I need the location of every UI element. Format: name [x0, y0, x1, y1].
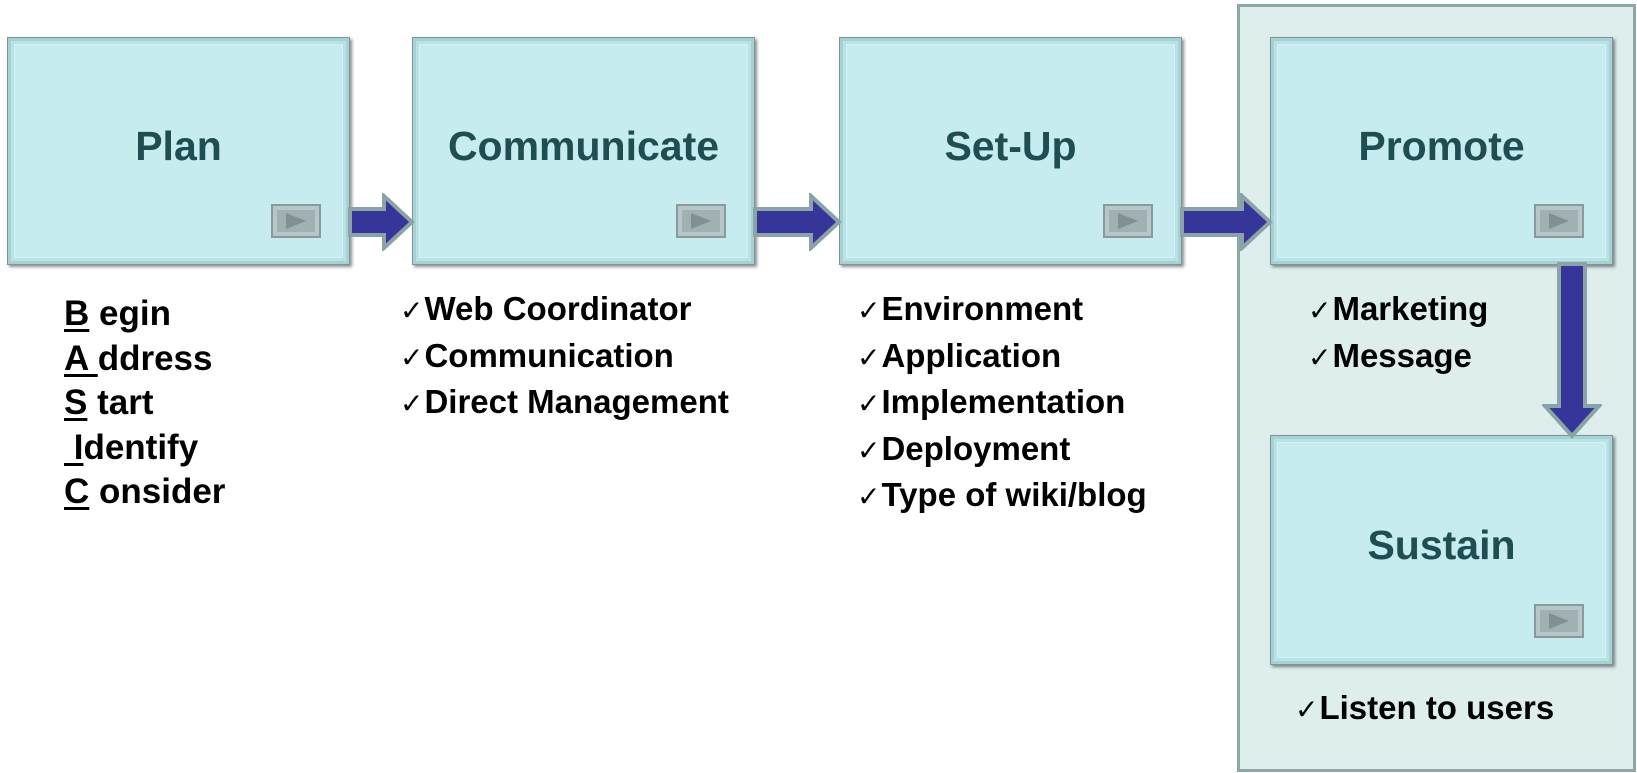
step-plan-label: Plan — [135, 122, 222, 169]
acronym-letter: S — [64, 383, 88, 422]
acronym-rest: tart — [87, 383, 154, 422]
step-communicate-label: Communicate — [447, 122, 720, 169]
checklist-item: ✓Type of wiki/blog — [857, 473, 1147, 520]
acronym-letter: C — [64, 472, 90, 511]
acronym-letter: I — [64, 427, 84, 467]
checklist-item: ✓Communication — [400, 334, 729, 381]
acronym-rest: egin — [89, 294, 171, 333]
acronym-row: Identify — [64, 426, 225, 471]
setup-checklist: ✓Environment ✓Application ✓Implementatio… — [857, 287, 1147, 520]
checklist-item-label: Message — [1332, 336, 1472, 374]
play-icon[interactable] — [271, 204, 321, 238]
play-icon[interactable] — [1534, 604, 1584, 638]
checklist-item: ✓Direct Management — [400, 380, 729, 427]
sustain-checklist: ✓Listen to users — [1295, 686, 1554, 733]
step-setup[interactable]: Set-Up — [839, 37, 1182, 265]
step-sustain[interactable]: Sustain — [1270, 435, 1613, 665]
checkmark-icon: ✓ — [1295, 693, 1319, 726]
checkmark-icon: ✓ — [857, 480, 881, 513]
checklist-item: ✓Marketing — [1308, 287, 1488, 334]
arrow-right-icon — [348, 193, 415, 251]
checklist-item-label: Environment — [881, 290, 1084, 327]
checklist-item-label: Implementation — [881, 383, 1126, 420]
checklist-item: ✓Deployment — [857, 427, 1147, 474]
step-setup-label: Set-Up — [944, 122, 1077, 169]
checklist-item-label: Communication — [424, 336, 674, 374]
plan-acronym-list: B egin A ddress S tart Identify C onside… — [64, 292, 225, 515]
checkmark-icon: ✓ — [857, 340, 881, 374]
checklist-item: ✓Message — [1308, 334, 1488, 381]
checkmark-icon: ✓ — [857, 294, 881, 327]
acronym-letter: B — [64, 294, 90, 333]
step-plan[interactable]: Plan — [7, 37, 350, 265]
arrow-down-icon — [1542, 262, 1602, 439]
checklist-item-label: Deployment — [881, 429, 1071, 467]
step-sustain-label: Sustain — [1367, 521, 1516, 568]
checkmark-icon: ✓ — [400, 387, 424, 420]
checkmark-icon: ✓ — [400, 340, 424, 374]
acronym-row: A ddress — [64, 337, 225, 382]
arrow-right-icon — [1180, 193, 1273, 251]
checklist-item: ✓Environment — [857, 287, 1147, 334]
play-icon[interactable] — [676, 204, 726, 238]
checkmark-icon: ✓ — [857, 387, 881, 420]
checklist-item-label: Direct Management — [424, 383, 729, 420]
checklist-item: ✓Application — [857, 334, 1147, 381]
checklist-item-label: Application — [881, 336, 1062, 374]
acronym-rest: ddress — [97, 338, 213, 378]
step-promote[interactable]: Promote — [1270, 37, 1613, 265]
checkmark-icon: ✓ — [400, 294, 424, 327]
checklist-item: ✓Web Coordinator — [400, 287, 729, 334]
checklist-item-label: Type of wiki/blog — [881, 476, 1147, 513]
acronym-letter: A — [64, 338, 98, 378]
checklist-item-label: Listen to users — [1319, 689, 1555, 726]
checkmark-icon: ✓ — [1308, 294, 1332, 327]
checklist-item-label: Web Coordinator — [424, 290, 692, 327]
step-promote-label: Promote — [1358, 122, 1525, 169]
arrow-right-icon — [753, 193, 842, 251]
checklist-item: ✓Implementation — [857, 380, 1147, 427]
checkmark-icon: ✓ — [1308, 340, 1332, 374]
acronym-row: B egin — [64, 292, 225, 337]
promote-checklist: ✓Marketing ✓Message — [1308, 287, 1488, 380]
communicate-checklist: ✓Web Coordinator ✓Communication ✓Direct … — [400, 287, 729, 427]
checklist-item: ✓Listen to users — [1295, 686, 1554, 733]
checklist-item-label: Marketing — [1332, 290, 1489, 327]
acronym-rest: onsider — [89, 472, 226, 511]
acronym-row: S tart — [64, 381, 225, 426]
acronym-rest: dentify — [83, 427, 199, 467]
step-communicate[interactable]: Communicate — [412, 37, 755, 265]
acronym-row: C onsider — [64, 470, 225, 515]
checkmark-icon: ✓ — [857, 433, 881, 467]
play-icon[interactable] — [1103, 204, 1153, 238]
play-icon[interactable] — [1534, 204, 1584, 238]
